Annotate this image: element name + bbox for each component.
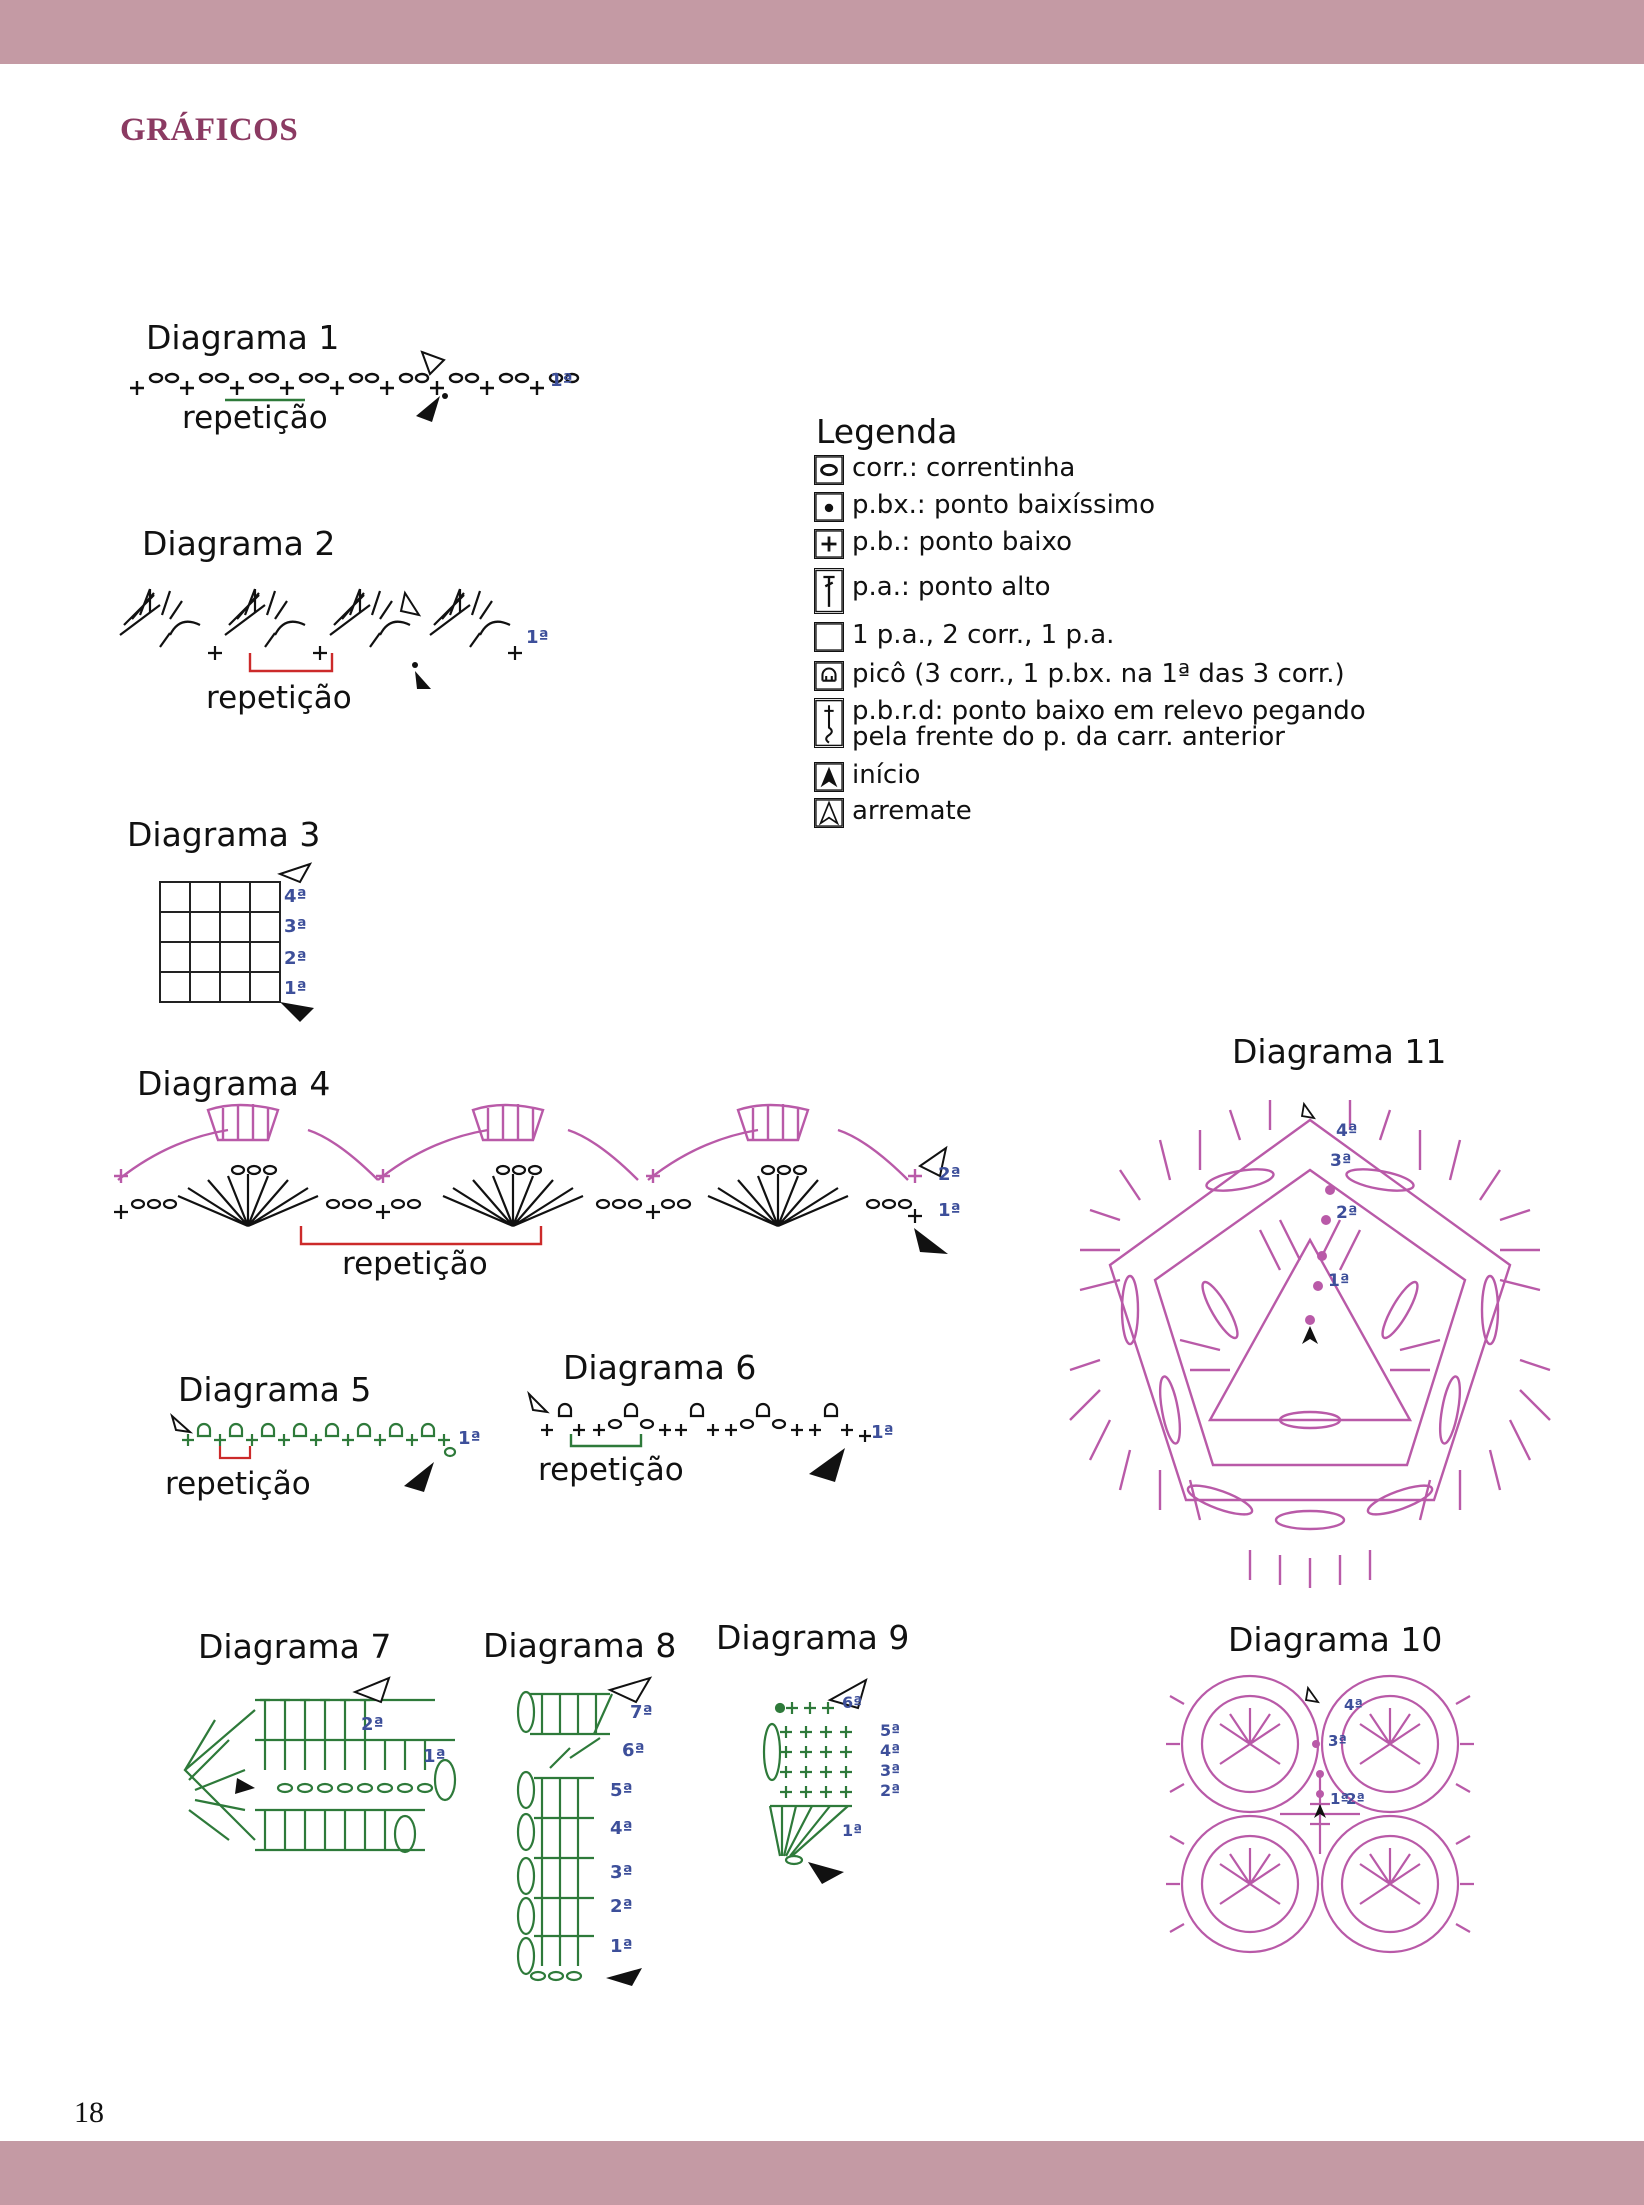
diagram-9-chart: 6ª 5ª 4ª 3ª 2ª 1ª — [762, 1677, 900, 1884]
diagram-11-chart: 4ª 3ª 2ª 1ª — [1069, 1100, 1551, 1588]
diagram-6-repeat-label: repetição — [538, 1452, 684, 1488]
diagram-8-row-6: 6ª — [622, 1740, 645, 1761]
legend-item-chain: corr.: correntinha — [814, 455, 1075, 485]
slip-stitch-dot-icon — [814, 492, 844, 522]
diagram-6-chart: 1ª — [527, 1390, 894, 1482]
legend-item-finish: arremate — [814, 798, 972, 828]
top-color-band — [0, 0, 1644, 64]
page-number: 18 — [74, 2096, 104, 2129]
diagram-7-chart: 2ª 1ª — [183, 1676, 457, 1854]
legend-text-v-stitch: 1 p.a., 2 corr., 1 p.a. — [852, 620, 1115, 650]
legend-text-front-post-line2: pela frente do p. da carr. anterior — [852, 722, 1285, 752]
diagram-4-row-2: 2ª — [938, 1164, 961, 1185]
legend-item-slip-stitch: p.bx.: ponto baixíssimo — [814, 492, 1155, 522]
legend-text-picot: picô (3 corr., 1 p.bx. na 1ª das 3 corr.… — [852, 659, 1345, 689]
diagram-8-row-5: 5ª — [610, 1780, 633, 1801]
single-crochet-cross-icon — [814, 529, 844, 559]
diagram-3-title: Diagrama 3 — [127, 815, 321, 854]
diagram-3-row-4: 4ª — [284, 886, 307, 907]
legend-title: Legenda — [816, 412, 958, 451]
legend-text-single-crochet: p.b.: ponto baixo — [852, 527, 1072, 557]
front-post-sc-icon — [814, 698, 844, 748]
diagram-2-row-1: 1ª — [526, 627, 549, 648]
diagram-9-row-3: 3ª — [880, 1761, 900, 1780]
diagram-11-row-4: 4ª — [1336, 1121, 1357, 1141]
diagram-4-repeat-label: repetição — [342, 1246, 488, 1282]
legend-item-v-stitch: 1 p.a., 2 corr., 1 p.a. — [814, 622, 1114, 652]
diagram-9-row-2: 2ª — [880, 1781, 900, 1800]
diagram-10-row-2: 2ª — [1346, 1790, 1365, 1808]
diagram-11-title: Diagrama 11 — [1232, 1032, 1447, 1071]
diagram-10-row-3: 3ª — [1328, 1732, 1347, 1750]
diagram-5-title: Diagrama 5 — [178, 1370, 372, 1409]
diagram-1-row-1: 1ª — [550, 370, 573, 391]
diagram-9-title: Diagrama 9 — [716, 1618, 910, 1657]
start-arrow-icon — [814, 762, 844, 792]
diagram-10-chart: 4ª 3ª 2ª 1ª — [1166, 1674, 1474, 1954]
diagram-1-chart: 1ª — [130, 350, 580, 422]
legend-text-front-post-line1: p.b.r.d: ponto baixo em relevo pegando — [852, 696, 1366, 726]
double-crochet-icon — [814, 568, 844, 614]
bottom-color-band — [0, 2141, 1644, 2205]
diagram-8-row-1: 1ª — [610, 1936, 633, 1957]
diagram-10-title: Diagrama 10 — [1228, 1620, 1443, 1659]
diagram-11-row-1: 1ª — [1328, 1271, 1349, 1291]
diagram-3-row-1: 1ª — [284, 978, 307, 999]
diagram-5-repeat-label: repetição — [165, 1466, 311, 1502]
chain-oval-icon — [814, 455, 844, 485]
legend-item-double-crochet: p.a.: ponto alto — [814, 568, 1051, 614]
diagram-9-row-6: 6ª — [842, 1693, 862, 1712]
diagram-8-row-4: 4ª — [610, 1818, 633, 1839]
diagram-8-row-2: 2ª — [610, 1896, 633, 1917]
diagram-5-row-1: 1ª — [458, 1428, 481, 1449]
legend-text-slip-stitch: p.bx.: ponto baixíssimo — [852, 490, 1156, 520]
diagram-2-chart: 1ª — [119, 588, 549, 689]
diagram-6-row-1: 1ª — [871, 1422, 894, 1443]
diagram-11-row-2: 2ª — [1336, 1203, 1357, 1223]
diagram-11-row-3: 3ª — [1330, 1151, 1351, 1171]
diagram-4-row-1: 1ª — [938, 1200, 961, 1221]
v-stitch-icon — [814, 622, 844, 652]
diagram-8-chart: 7ª 6ª 5ª 4ª 3ª 2ª 1ª — [516, 1676, 653, 1986]
legend-text-start: início — [852, 760, 921, 790]
section-title: GRÁFICOS — [120, 112, 299, 148]
diagram-9-row-1: 1ª — [842, 1821, 862, 1840]
diagram-7-row-1: 1ª — [423, 1746, 446, 1767]
diagram-10-row-1: 1ª — [1330, 1790, 1349, 1808]
diagram-4-chart: 2ª 1ª — [114, 1103, 961, 1254]
legend-text-double-crochet: p.a.: ponto alto — [852, 572, 1051, 602]
legend-text-front-post: p.b.r.d: ponto baixo em relevo pegando p… — [852, 698, 1366, 750]
diagram-4-title: Diagrama 4 — [137, 1064, 331, 1103]
diagram-7-title: Diagrama 7 — [198, 1627, 392, 1666]
diagram-2-repeat-label: repetição — [206, 680, 352, 716]
legend-item-start: início — [814, 762, 920, 792]
legend-item-front-post: p.b.r.d: ponto baixo em relevo pegando p… — [814, 698, 1366, 750]
diagram-10-row-4: 4ª — [1344, 1696, 1363, 1714]
legend-text-chain: corr.: correntinha — [852, 453, 1076, 483]
diagram-3-row-3: 3ª — [284, 916, 307, 937]
legend-text-finish: arremate — [852, 796, 972, 826]
finish-arrow-icon — [814, 798, 844, 828]
picot-icon — [814, 661, 844, 691]
diagram-8-title: Diagrama 8 — [483, 1626, 677, 1665]
diagram-7-row-2: 2ª — [361, 1714, 384, 1735]
diagram-8-row-7: 7ª — [630, 1702, 653, 1723]
diagram-1-title: Diagrama 1 — [146, 318, 340, 357]
diagram-8-row-3: 3ª — [610, 1862, 633, 1883]
legend-item-single-crochet: p.b.: ponto baixo — [814, 529, 1072, 559]
diagram-6-title: Diagrama 6 — [563, 1348, 757, 1387]
diagram-2-title: Diagrama 2 — [142, 524, 336, 563]
diagram-9-row-5: 5ª — [880, 1721, 900, 1740]
diagram-5-chart: 1ª — [170, 1412, 481, 1492]
diagram-3-row-2: 2ª — [284, 948, 307, 969]
diagram-9-row-4: 4ª — [880, 1741, 900, 1760]
diagram-3-chart: 4ª 3ª 2ª 1ª — [159, 862, 314, 1022]
diagram-1-repeat-label: repetição — [182, 400, 328, 436]
legend-item-picot: picô (3 corr., 1 p.bx. na 1ª das 3 corr.… — [814, 661, 1345, 691]
